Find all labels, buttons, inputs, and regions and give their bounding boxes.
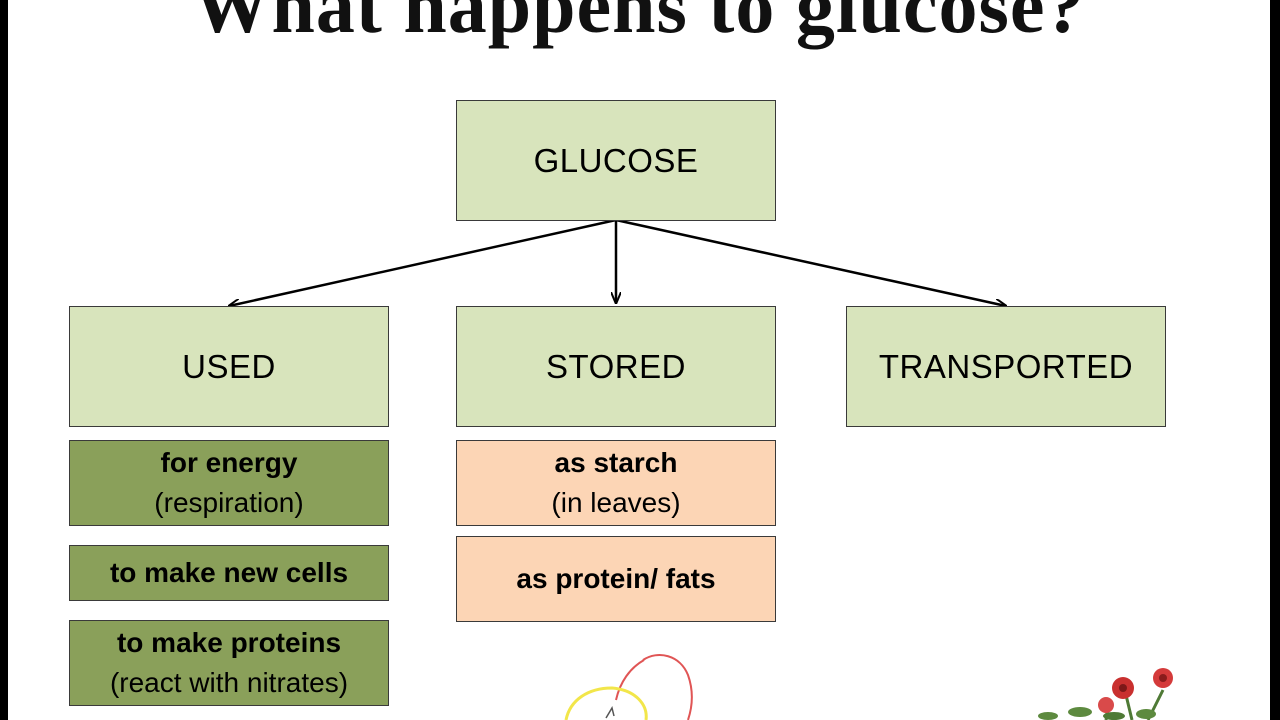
stored-box: STORED — [456, 306, 776, 427]
used-item-sub: (respiration) — [154, 487, 304, 518]
used-box: USED — [69, 306, 389, 427]
used-item-new-cells: to make new cells — [69, 545, 389, 601]
transported-box: TRANSPORTED — [846, 306, 1166, 427]
slide: What happens to glucose? GLUCOSE USED ST… — [8, 0, 1270, 720]
used-item-main: to make new cells — [109, 557, 349, 588]
used-item-main: for energy — [160, 447, 298, 478]
used-item-energy: for energy (respiration) — [69, 440, 389, 526]
used-label: USED — [182, 347, 276, 385]
transported-label: TRANSPORTED — [878, 347, 1134, 385]
arrow-to-used — [229, 218, 617, 306]
slide-title: What happens to glucose? — [192, 0, 1086, 49]
arrow-to-transported — [615, 218, 1006, 306]
stored-item-starch: as starch (in leaves) — [456, 440, 776, 526]
glucose-box: GLUCOSE — [456, 100, 776, 221]
used-item-sub: (react with nitrates) — [109, 667, 349, 698]
connector-arrows — [8, 218, 1270, 720]
pen-annotation — [564, 654, 693, 720]
stored-item-sub: (in leaves) — [551, 487, 681, 518]
stored-item-main: as protein/ fats — [516, 563, 716, 594]
red-scribble — [615, 654, 693, 720]
used-item-proteins: to make proteins (react with nitrates) — [69, 620, 389, 706]
pen-cursor-mark — [605, 706, 615, 719]
stored-item-protein-fats: as protein/ fats — [456, 536, 776, 622]
stored-item-main: as starch — [554, 447, 678, 478]
used-item-main: to make proteins — [116, 627, 342, 658]
flower-image — [1038, 668, 1173, 720]
glucose-label: GLUCOSE — [533, 141, 699, 179]
stored-label: STORED — [546, 347, 686, 385]
yellow-scribble — [564, 686, 648, 720]
